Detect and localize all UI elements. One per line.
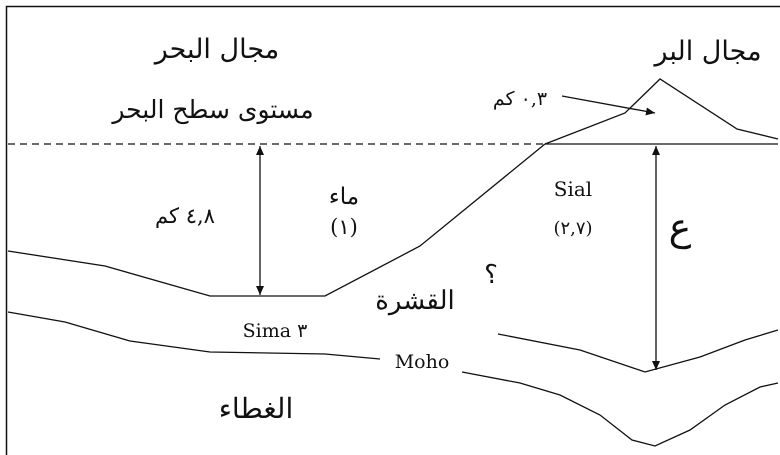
moho-line-left [7,311,381,360]
mountain-height-label: ٠,٣ كم [493,88,547,110]
unknown-mark: ؟ [484,260,498,290]
sea-level-label: مستوى سطح البحر [110,95,313,125]
sial-density-label: (٢,٧) [553,218,592,239]
moho-label-knockout: Moho [395,351,450,373]
sima-label: Sima ٣ [243,320,308,342]
moho-label: Moho [395,351,450,373]
sea-domain-label: مجال البحر [153,34,280,65]
diagram-frame [5,5,780,455]
sial-label: Sial [554,177,592,201]
sea-floor-line [7,143,546,297]
mountain-height-pointer [561,95,656,116]
water-depth-label: ٤,٨ كم [155,204,215,229]
crust-label: القشرة [375,286,454,316]
water-label: ماء [329,184,359,210]
moho-line-right [461,371,779,447]
water-density-label: (١) [330,215,358,239]
sial-base-line [497,329,779,373]
land-domain-label: مجال البر [652,36,761,67]
mountain-outline [544,78,779,145]
mantle-label: الغطاء [219,392,293,425]
root-depth-symbol: ع [669,205,692,250]
